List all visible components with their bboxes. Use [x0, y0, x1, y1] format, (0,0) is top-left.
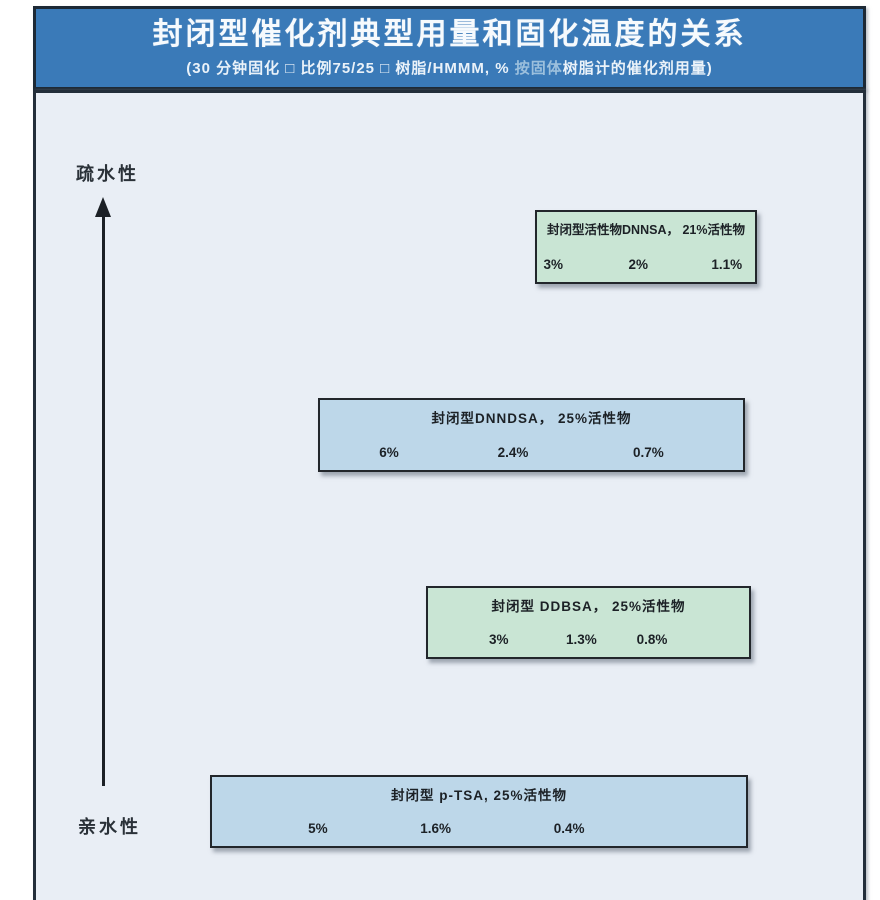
- catalyst-box-dnndsa-value-2: 2.4%: [497, 445, 529, 460]
- catalyst-box-dnnsa-title: 封闭型活性物DNNSA， 21%活性物: [547, 223, 745, 237]
- arrow-shaft: [101, 214, 105, 786]
- chart-header: 封闭型催化剂典型用量和固化温度的关系 (30 分钟固化 □ 比例75/25 □ …: [33, 6, 866, 90]
- catalyst-box-dnndsa-value-1: 6%: [379, 445, 399, 460]
- catalyst-box-ptsa-value-3: 0.4%: [553, 821, 585, 836]
- catalyst-box-ptsa-title: 封闭型 p-TSA, 25%活性物: [390, 788, 567, 803]
- catalyst-box-dnndsa-value-3: 0.7%: [633, 445, 664, 460]
- chart-title: 封闭型催化剂典型用量和固化温度的关系: [152, 18, 747, 51]
- catalyst-box-ptsa-value-2: 1.6%: [420, 821, 452, 836]
- catalyst-box-dnndsa: 封闭型DNNDSA， 25%活性物 6% 2.4% 0.7%: [318, 398, 745, 472]
- chart-subtitle-part1: (30 分钟固化 □ 比例75/25 □ 树脂/HMMM, %: [186, 60, 515, 77]
- catalyst-box-dnnsa: 封闭型活性物DNNSA， 21%活性物 3% 2% 1.1%: [535, 210, 757, 284]
- catalyst-box-ddbsa-value-1: 3%: [488, 632, 509, 647]
- catalyst-box-ptsa: 封闭型 p-TSA, 25%活性物 5% 1.6% 0.4%: [210, 775, 748, 848]
- y-axis-label-hydrophilic: 亲水性: [78, 817, 141, 837]
- catalyst-box-dnndsa-title: 封闭型DNNDSA， 25%活性物: [431, 411, 632, 426]
- catalyst-box-ddbsa-value-3: 0.8%: [636, 632, 668, 647]
- catalyst-box-ptsa-value-1: 5%: [308, 821, 328, 836]
- up-arrow-icon: [95, 197, 111, 217]
- chart-subtitle-faded: 按固体: [514, 60, 563, 77]
- y-axis-arrow: [94, 197, 112, 787]
- catalyst-box-ddbsa-title: 封闭型 DDBSA， 25%活性物: [491, 599, 686, 614]
- chart-subtitle-part2: 树脂计的催化剂用量): [562, 60, 713, 77]
- y-axis-label-hydrophobic: 疏水性: [76, 164, 139, 184]
- catalyst-box-dnnsa-value-3: 1.1%: [711, 257, 743, 272]
- catalyst-box-dnnsa-value-2: 2%: [628, 257, 649, 272]
- catalyst-box-dnnsa-value-1: 3%: [543, 257, 564, 272]
- chart-subtitle: (30 分钟固化 □ 比例75/25 □ 树脂/HMMM, % 按固体树脂计的催…: [186, 57, 713, 78]
- catalyst-box-ddbsa-value-2: 1.3%: [566, 632, 597, 647]
- catalyst-box-ddbsa: 封闭型 DDBSA， 25%活性物 3% 1.3% 0.8%: [426, 586, 751, 659]
